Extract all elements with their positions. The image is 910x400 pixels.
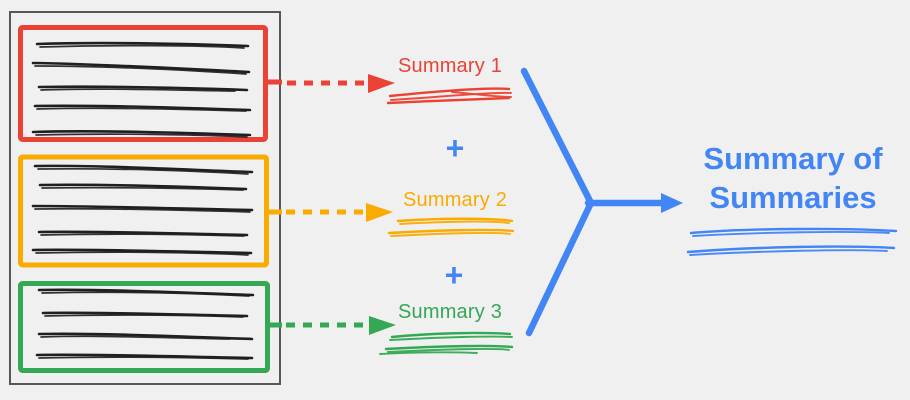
- plus-operator-1: +: [445, 129, 465, 166]
- blue-arrowhead-icon: [661, 193, 683, 213]
- result-scribble: [686, 227, 898, 256]
- chunk-1-text-scribbles: [31, 41, 252, 138]
- summary-3-label: Summary 3: [397, 301, 503, 323]
- chunk-1-border: [18, 25, 268, 142]
- merge-arrow: [520, 67, 683, 337]
- summary-of-summaries-title: Summary of Summaries: [703, 141, 883, 215]
- summary-2-label: Summary 2: [402, 189, 508, 211]
- summary-1-label: Summary 1: [397, 55, 503, 77]
- chunk-3-border: [18, 281, 270, 373]
- chunk-3-text-scribbles: [35, 288, 255, 360]
- plus-operator-2: +: [444, 256, 464, 293]
- chunk-3-to-summary-3-arrow: [270, 316, 396, 335]
- chunk-2-border: [18, 154, 269, 268]
- chunk-2-to-summary-2-arrow: [269, 203, 393, 222]
- chunk-2-orange-box: [18, 154, 269, 268]
- orange-arrowhead-icon: [366, 203, 393, 222]
- chunk-1-to-summary-1-arrow: [268, 74, 395, 93]
- summary-1-scribble: [386, 87, 512, 105]
- red-arrowhead-icon: [368, 74, 395, 93]
- summary-3-scribble: [379, 331, 514, 355]
- source-document-box: [9, 11, 281, 385]
- summary-2-scribble: [387, 217, 515, 237]
- chunk-1-red-box: [18, 25, 268, 142]
- chunk-2-text-scribbles: [31, 164, 254, 256]
- green-arrowhead-icon: [369, 316, 396, 335]
- chunk-3-green-box: [18, 281, 270, 373]
